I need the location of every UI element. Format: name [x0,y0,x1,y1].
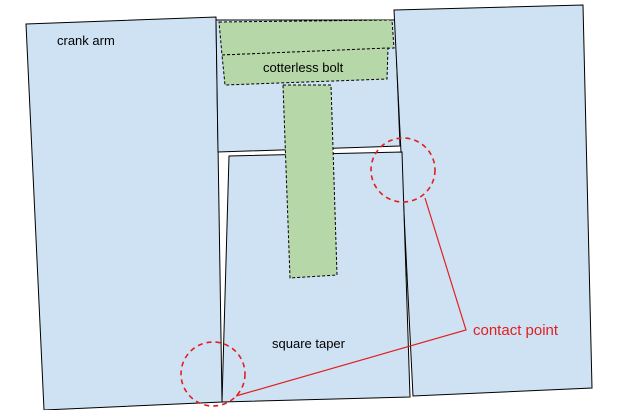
contact-circle-lower [180,341,246,407]
bolt-head-bottom [221,47,389,86]
contact-circle-upper [370,137,436,203]
crank-arm-right [393,4,593,397]
bolt-head-top [218,19,395,56]
square-taper-label: square taper [272,336,346,351]
bolt-shank [282,84,338,279]
contact-leader-line [235,197,467,397]
crank-arm-label: crank arm [57,33,115,48]
crank-arm-left [25,16,223,410]
contact-point-label: contact point [473,322,559,339]
square-taper [221,151,411,403]
cotterless-bolt-label: cotterless bolt [263,60,344,75]
